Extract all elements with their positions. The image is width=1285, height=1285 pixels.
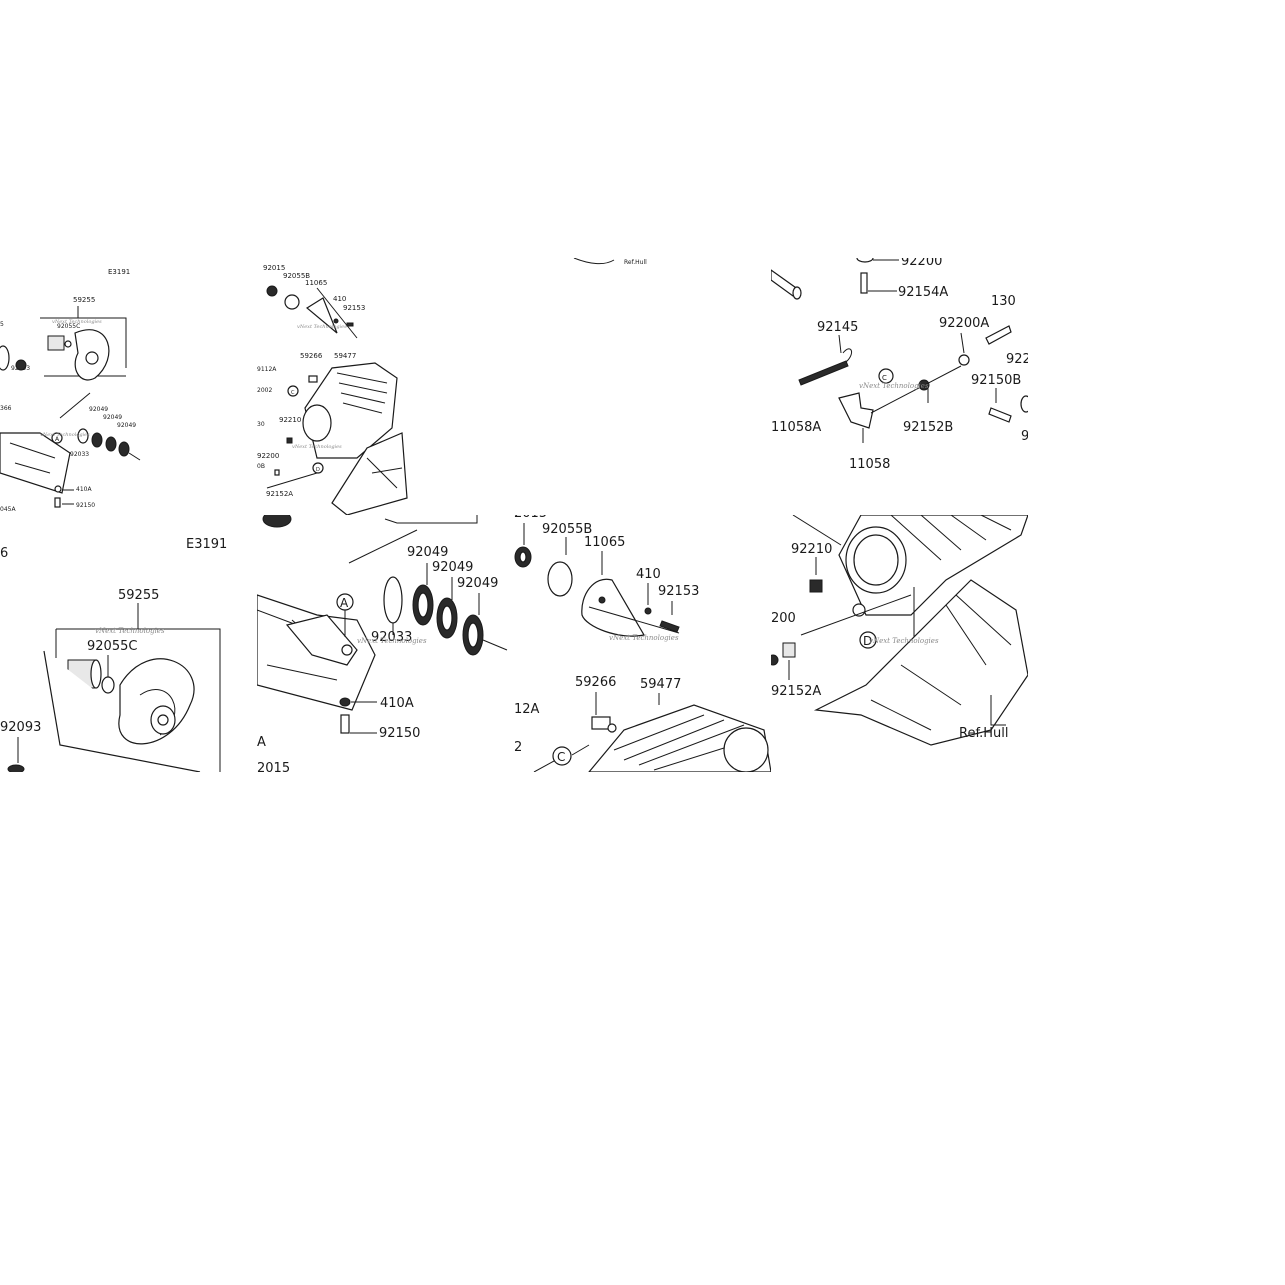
watermark: vNext Technologies [52,319,102,325]
watermark: vNext Technologies [40,432,90,438]
part-label-92055b: 92055B [542,522,592,537]
part-label-92200: 92200 [901,258,942,269]
part-label-92152a: 92152A [771,684,821,699]
part-label-92150: 92150 [379,726,420,741]
watermark: vNext Technologies [297,324,347,330]
watermark: vNext Technologies [859,382,929,390]
part-label-92210: 92210 [791,542,832,557]
part-label-92210: 92210 [279,416,301,424]
part-label-59266: 59266 [300,352,323,360]
callout-c: C [882,374,887,382]
watermark: vNext Technologies [95,627,165,635]
diagram-tile-housing-hull: 92210 200 92152A D vNext Technologies Re… [771,515,1028,772]
partial-label: 2002 [257,387,272,394]
part-label-410a: 410A [76,486,92,493]
part-label-92150b: 92150B [971,373,1021,388]
diagram-tile-overview-left: E3191 59255 92055C 92093 92049 92049 920… [0,258,257,515]
diagram-id-label: E3191 [186,537,227,552]
part-label-11058: 11058 [849,457,890,472]
callout-a: A [340,596,349,610]
diagram-tile-spring-bracket: 92200 92154A 130 92145 92200A 922 92150B… [771,258,1028,515]
partial-label: 045A [0,506,16,513]
part-label-92049: 92049 [457,576,498,591]
part-label-11058a: 11058A [771,420,821,435]
part-label-92033: 92033 [70,451,89,458]
part-label-92033: 92033 [371,630,412,645]
partial-label: 2015 [257,761,290,772]
callout-d: D [316,467,320,473]
partial-label: 200 [771,611,796,626]
diagram-tile-top-strip: Ref.Hull [514,258,771,515]
partial-label: 6 [0,546,8,561]
diagram-tile-plate-seals: 92049 92049 92049 A 92033 vNext Technolo… [257,515,514,772]
ref-hull-label: Ref.Hull [624,259,647,266]
part-label-92049: 92049 [89,406,108,413]
part-label-92153: 92153 [658,584,699,599]
partial-label: 12A [514,702,540,717]
part-label-92150: 92150 [76,502,95,509]
part-label-92049: 92049 [407,545,448,560]
part-label-92049: 92049 [432,560,473,575]
part-label-92200a: 92200A [939,316,989,331]
part-label-92055b: 92055B [283,272,310,280]
partial-label: A [257,735,266,750]
partial-label: 2015 [514,515,547,521]
part-label-410: 410 [636,567,661,582]
part-label-92093: 92093 [0,720,41,735]
callout-c: C [291,390,295,396]
callout-c: C [557,750,565,764]
part-label-59477: 59477 [640,677,681,692]
diagram-id-label: E3191 [108,268,130,276]
watermark: vNext Technologies [609,634,679,642]
partial-label: 922 [1006,352,1028,367]
part-label-410a: 410A [380,696,414,711]
partial-label: 30 [257,421,265,428]
part-label-92015: 92015 [263,264,285,272]
part-label-59255: 59255 [73,296,95,304]
ref-hull-label: Ref.Hull [959,726,1008,741]
part-label-92049: 92049 [117,422,136,429]
partial-label: 130 [991,294,1016,309]
part-label-59255: 59255 [118,588,159,603]
part-label-92055c: 92055C [87,639,137,654]
part-label-92055c: 92055C [57,323,80,330]
diagram-tile-cone-pump: 2015 92055B 11065 410 92153 vNext Techno… [514,515,771,772]
partial-label: 9112A [257,366,277,373]
partial-label: 2 [514,740,522,755]
watermark: vNext Technologies [292,444,342,450]
partial-label: 0B [257,463,265,470]
part-label-11065: 11065 [584,535,625,550]
partial-label: 5 [0,321,4,328]
diagram-tile-overview-center: 92015 92055B 11065 410 92153 59266 59477… [257,258,514,515]
diagram-tile-impeller: E3191 6 59255 vNext Technologies 92055C … [0,515,257,772]
part-label-92154a: 92154A [898,285,948,300]
part-label-92153: 92153 [343,304,365,312]
part-label-92152b: 92152B [903,420,953,435]
partial-label: 9 [1021,429,1028,444]
part-label-92200: 92200 [257,452,279,460]
part-label-11065: 11065 [305,279,327,287]
part-label-92145: 92145 [817,320,858,335]
callout-a: A [55,436,60,443]
partial-label: 366 [0,405,12,412]
part-label-59477: 59477 [334,352,356,360]
part-label-410: 410 [333,295,346,303]
callout-d: D [863,634,872,648]
part-label-92049: 92049 [103,414,122,421]
watermark: vNext Technologies [869,637,939,645]
part-label-92152a: 92152A [266,490,293,498]
part-label-59266: 59266 [575,675,616,690]
watermark: vNext Technologies [357,637,427,645]
